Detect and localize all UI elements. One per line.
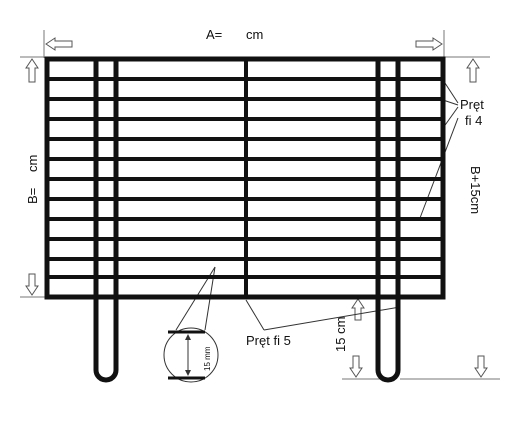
width-arrow-left-icon	[45, 37, 73, 51]
height-label: B=	[25, 188, 40, 204]
height-unit: cm	[25, 155, 40, 172]
detail-arrow-down-icon	[185, 370, 191, 376]
total-height-arrow-down-icon	[474, 355, 488, 378]
detail-callout	[163, 327, 219, 383]
total-height-arrow-up-icon	[466, 58, 480, 83]
leg-arrow-down-icon	[349, 355, 363, 378]
width-label: A=	[206, 27, 222, 42]
height-dimension	[20, 56, 48, 298]
bar-fi4-label-line2: fi 4	[465, 113, 482, 128]
bar-fi4-label-line1: Pręt	[460, 97, 484, 112]
detail-dimension-label: 15 mm	[203, 346, 212, 371]
detail-arrow-up-icon	[185, 334, 191, 340]
bar-fi5-label: Pręt fi 5	[246, 333, 291, 348]
left-leg	[93, 59, 119, 383]
leg-arrow-up-icon	[351, 298, 365, 321]
total-height-dimension	[400, 56, 500, 380]
height-arrow-down-icon	[25, 273, 39, 296]
width-arrow-right-icon	[415, 37, 443, 51]
total-height-label: B+15cm	[468, 166, 483, 214]
right-leg	[375, 59, 401, 383]
width-unit: cm	[246, 27, 263, 42]
leg-extension-label: 15 cm	[333, 317, 348, 352]
grate-frame	[44, 56, 446, 300]
height-arrow-up-icon	[25, 58, 39, 83]
width-dimension	[43, 30, 445, 58]
